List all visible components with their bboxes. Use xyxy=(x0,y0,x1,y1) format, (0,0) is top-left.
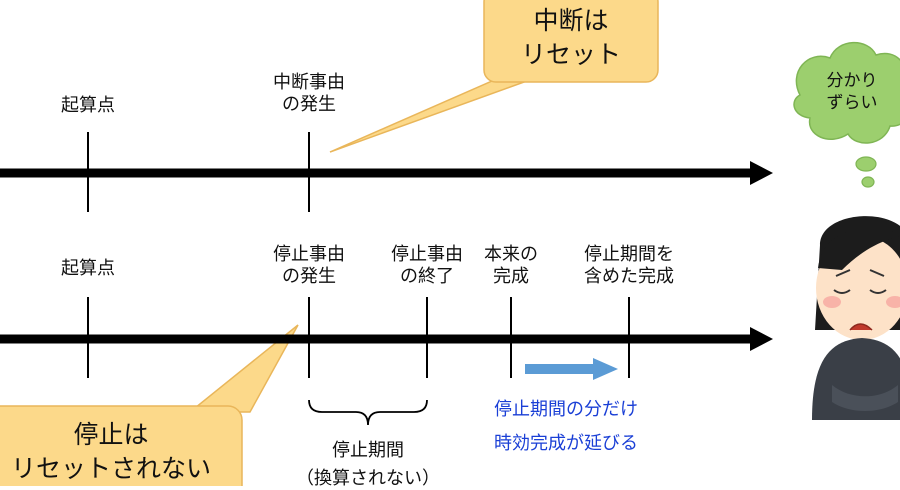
stop-callout-text: 停止は リセットされない xyxy=(10,420,211,483)
thought-text: 分かり ずらい xyxy=(826,71,878,113)
thought-cloud-icon xyxy=(793,41,900,188)
interrupt-callout-text: 中断は リセット xyxy=(520,6,621,69)
interrupt-callout xyxy=(329,0,659,153)
stop-callout-box xyxy=(0,405,243,486)
brace-sub-label: （換算されない） xyxy=(296,468,440,489)
stop-period-brace xyxy=(308,399,428,426)
top-label-interrupt: 中断事由 の発生 xyxy=(273,72,345,115)
bottom-label-stop-begin: 停止事由 の発生 xyxy=(273,244,345,287)
top-timeline xyxy=(0,132,773,212)
interrupt-callout-box xyxy=(483,0,659,83)
bottom-label-start: 起算点 xyxy=(61,258,115,279)
bottom-timeline-arrowhead xyxy=(750,327,773,351)
bottom-label-extended: 停止期間を 含めた完成 xyxy=(584,244,674,287)
brace-label: 停止期間 xyxy=(332,440,404,461)
extension-arrow-icon xyxy=(525,358,618,380)
bottom-label-original: 本来の 完成 xyxy=(484,244,538,287)
confused-woman-icon xyxy=(812,216,900,420)
bottom-label-stop-end: 停止事由 の終了 xyxy=(391,244,463,287)
bottom-timeline xyxy=(0,297,773,378)
extension-note-line1: 停止期間の分だけ xyxy=(494,399,638,420)
top-timeline-arrowhead xyxy=(750,161,773,185)
extension-note-line2: 時効完成が延びる xyxy=(494,433,638,454)
stop-callout xyxy=(0,324,299,486)
top-label-start: 起算点 xyxy=(61,95,115,116)
